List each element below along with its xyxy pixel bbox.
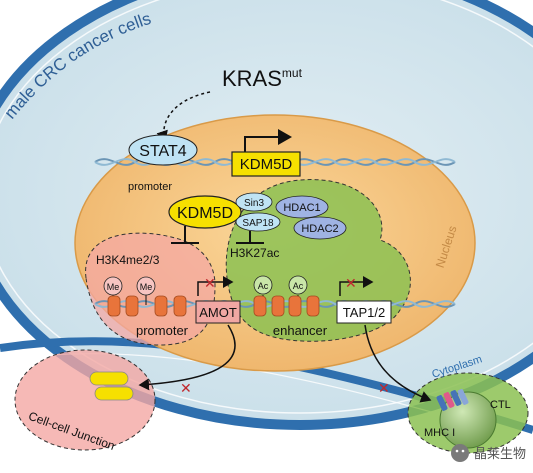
mhc-receptors xyxy=(436,389,469,411)
ac-text-2: Ac xyxy=(293,281,304,291)
hdac1-oval xyxy=(275,195,329,219)
promoter-bottom-text: promoter xyxy=(136,323,189,338)
sin3-text: Sin3 xyxy=(244,198,264,209)
kdm5d-protein-text: KDM5D xyxy=(177,205,233,222)
kdm5d-gene-box xyxy=(231,151,301,177)
ctl-text: CTL xyxy=(490,399,511,411)
amot-block-x: ✕ xyxy=(204,276,216,292)
h3k4-text: H3K4me2/3 xyxy=(96,253,160,267)
junction-pills xyxy=(89,371,134,401)
amot-junction-x: ✕ xyxy=(180,381,192,397)
watermark-text: 晶莱生物 xyxy=(474,446,526,461)
stat4-text: STAT4 xyxy=(139,143,187,160)
tap-box xyxy=(336,300,392,324)
cell-membrane xyxy=(0,0,533,430)
hdac2-oval xyxy=(293,216,347,240)
inhibit-h3k27 xyxy=(236,231,264,244)
kras-text: KRASmut xyxy=(222,66,303,91)
sap18-text: SAP18 xyxy=(242,218,274,229)
inhibit-h3k4 xyxy=(171,226,199,244)
ac-mark-2: Ac xyxy=(288,275,308,305)
kras-superscript: mut xyxy=(282,66,303,80)
watermark: 晶莱生物 xyxy=(451,444,526,462)
tap-block-x: ✕ xyxy=(345,276,357,292)
kdm5d-protein xyxy=(168,195,242,229)
mhc-text: MHC I xyxy=(424,427,455,439)
amot-text: AMOT xyxy=(199,305,237,320)
tap-ctl-x: ✕ xyxy=(378,381,390,397)
nucleosomes xyxy=(107,295,320,317)
enhancer-text: enhancer xyxy=(273,323,328,338)
amot-box xyxy=(195,300,241,324)
tap-text: TAP1/2 xyxy=(343,305,385,320)
me-text-2: Me xyxy=(140,282,153,292)
amot-junction-arrow xyxy=(138,324,236,391)
tap-tss-arrow xyxy=(339,276,374,296)
hdac1-text: HDAC1 xyxy=(283,202,320,214)
me-mark-2: Me xyxy=(136,276,156,305)
tap-ctl-arrow xyxy=(364,324,432,403)
sap18-oval xyxy=(235,212,281,232)
promoter-top-text: promoter xyxy=(128,181,172,193)
sin3-oval xyxy=(235,192,273,212)
hdac2-text: HDAC2 xyxy=(301,223,338,235)
stat4-oval xyxy=(128,134,198,166)
kras-main: KRAS xyxy=(222,66,282,91)
kdm5d-gene-text: KDM5D xyxy=(240,156,293,173)
ac-text-1: Ac xyxy=(258,281,269,291)
h3k27-text: H3K27ac xyxy=(230,246,279,260)
me-text-1: Me xyxy=(107,282,120,292)
amot-tss-arrow xyxy=(197,276,234,296)
